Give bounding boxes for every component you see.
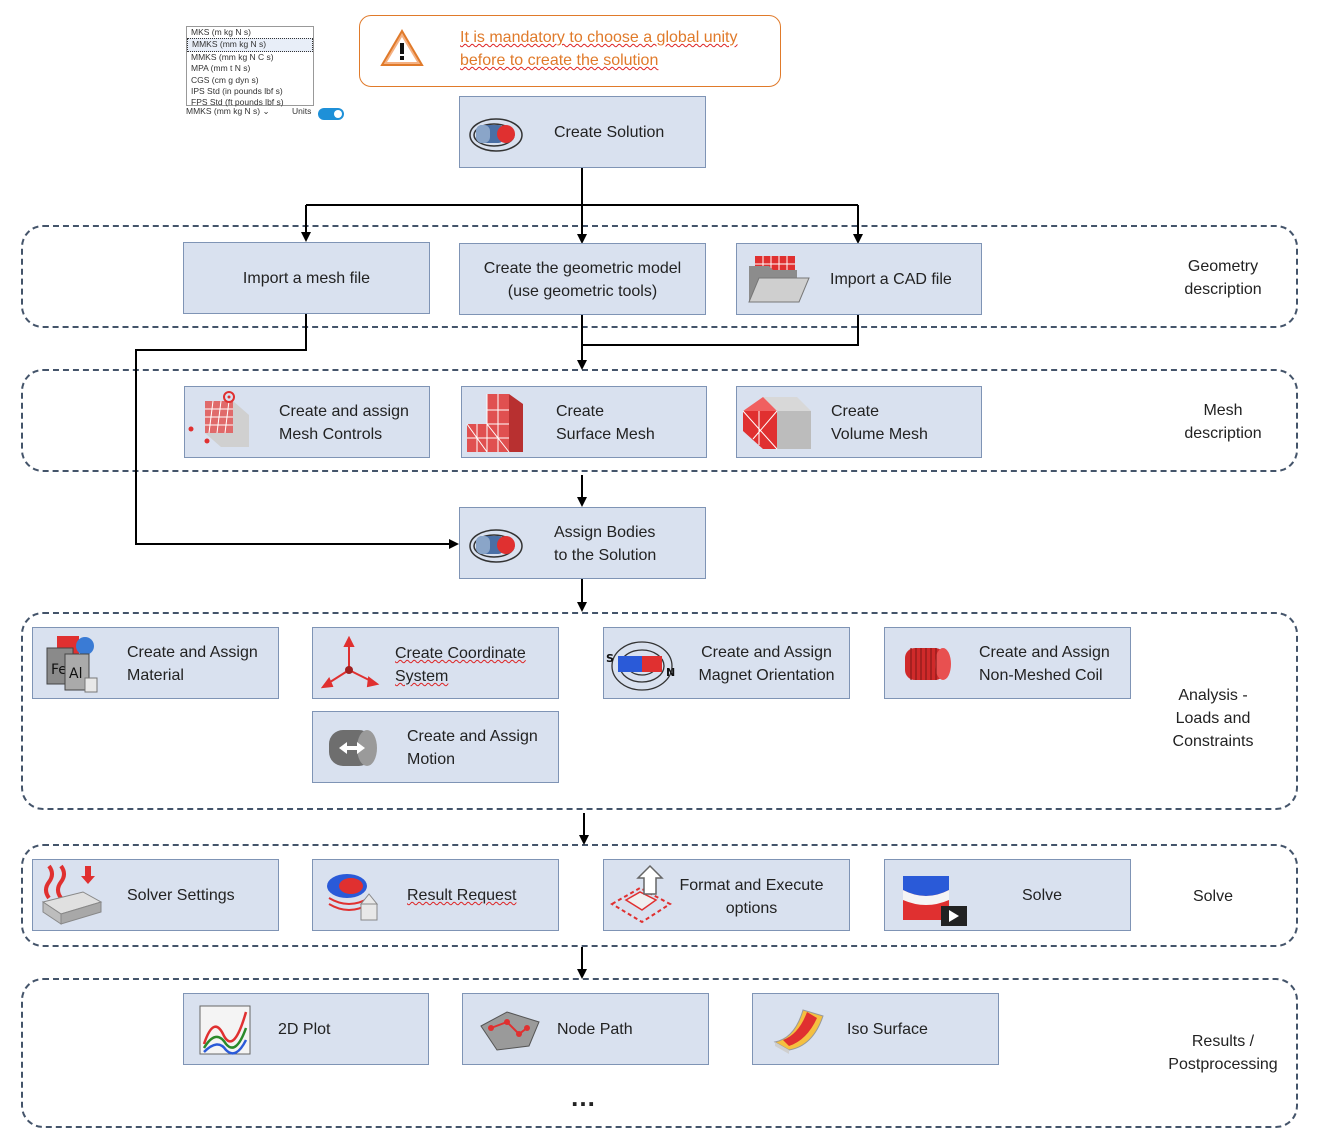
svg-text:S: S bbox=[606, 652, 614, 665]
solve-icon bbox=[903, 876, 967, 926]
solve-group bbox=[21, 844, 1298, 947]
assign-bodies-label: Assign Bodies to the Solution bbox=[554, 524, 657, 564]
node-path-label: Node Path bbox=[557, 1021, 633, 1038]
import-cad-step[interactable]: Import a CAD file bbox=[736, 243, 982, 315]
warning-triangle-icon bbox=[380, 29, 424, 66]
svg-text:Fe: Fe bbox=[51, 662, 67, 678]
material-icon: Fe Al bbox=[46, 636, 98, 693]
solve-step[interactable]: Solve bbox=[884, 859, 1131, 931]
surface-mesh-step[interactable]: Create Surface Mesh bbox=[461, 386, 707, 458]
coil-assign-icon bbox=[469, 529, 523, 563]
unit-option-selected[interactable]: MMKS (mm kg N s) bbox=[187, 38, 313, 52]
units-toggle[interactable] bbox=[318, 108, 344, 120]
plot-2d-step[interactable]: 2D Plot bbox=[183, 993, 429, 1065]
surface-mesh-label: Create Surface Mesh bbox=[556, 403, 655, 443]
non-meshed-coil-label: Create and Assign Non-Meshed Coil bbox=[979, 644, 1110, 684]
more-steps-ellipsis: … bbox=[570, 1082, 598, 1112]
mesh-controls-label: Create and assign Mesh Controls bbox=[279, 403, 409, 443]
geometry-group-label: Geometry description bbox=[1184, 258, 1262, 298]
material-step[interactable]: Fe Al Create and Assign Material bbox=[32, 627, 279, 699]
unit-option[interactable]: MMKS (mm kg N C s) bbox=[191, 51, 274, 62]
create-geometric-model-label: Create the geometric model (use geometri… bbox=[483, 260, 682, 300]
plot-2d-label: 2D Plot bbox=[278, 1021, 331, 1038]
plot-2d-icon bbox=[199, 1005, 251, 1055]
coordinate-system-label: Create Coordinate System bbox=[395, 645, 526, 685]
non-meshed-coil-step[interactable]: Create and Assign Non-Meshed Coil bbox=[884, 627, 1131, 699]
create-geometric-model-step[interactable]: Create the geometric model (use geometri… bbox=[459, 243, 706, 315]
solve-group-label: Solve bbox=[1192, 888, 1234, 905]
svg-text:N: N bbox=[666, 666, 675, 679]
volume-mesh-label: Create Volume Mesh bbox=[831, 403, 928, 443]
node-path-icon bbox=[480, 1011, 540, 1051]
create-solution-label: Create Solution bbox=[554, 124, 665, 141]
result-request-icon bbox=[327, 874, 379, 921]
unit-option[interactable]: IPS Std (in pounds lbf s) bbox=[191, 86, 283, 97]
import-mesh-step[interactable]: Import a mesh file bbox=[183, 242, 430, 314]
solver-settings-icon bbox=[41, 864, 103, 925]
units-toggle-label: Units bbox=[292, 106, 312, 116]
coil-solution-icon bbox=[469, 118, 523, 152]
format-execute-step[interactable]: Format and Execute options bbox=[603, 859, 850, 931]
units-select[interactable]: MMKS (mm kg N s) bbox=[186, 106, 261, 116]
unit-option[interactable]: CGS (cm g dyn s) bbox=[191, 74, 259, 85]
magnet-orientation-step[interactable]: S N Create and Assign Magnet Orientation bbox=[603, 627, 850, 699]
unit-option[interactable]: FPS Std (ft pounds lbf s) bbox=[191, 97, 284, 108]
analysis-group bbox=[21, 612, 1298, 810]
coordinate-axes-icon bbox=[321, 636, 380, 689]
import-cad-label: Import a CAD file bbox=[830, 271, 952, 288]
motion-icon bbox=[329, 730, 377, 766]
results-group-label: Results / Postprocessing bbox=[1168, 1033, 1278, 1073]
iso-surface-label: Iso Surface bbox=[847, 1021, 928, 1038]
volume-mesh-icon bbox=[742, 397, 811, 450]
assign-bodies-step[interactable]: Assign Bodies to the Solution bbox=[459, 507, 706, 579]
units-dropdown-list[interactable]: MKS (m kg N s) MMKS (mm kg N s) MMKS (mm… bbox=[186, 26, 314, 108]
coil-icon bbox=[905, 648, 951, 680]
geometry-group bbox=[21, 225, 1298, 328]
solver-settings-step[interactable]: Solver Settings bbox=[32, 859, 279, 931]
analysis-group-label: Analysis - Loads and Constraints bbox=[1172, 687, 1254, 750]
folder-cad-icon bbox=[748, 256, 810, 303]
format-execute-label: Format and Execute options bbox=[679, 877, 824, 917]
solve-label: Solve bbox=[1022, 887, 1063, 904]
result-request-step[interactable]: Result Request bbox=[312, 859, 559, 931]
warning-callout: It is mandatory to choose a global unity… bbox=[359, 15, 781, 87]
magnet-orientation-label: Create and Assign Magnet Orientation bbox=[698, 644, 835, 684]
coordinate-system-step[interactable]: Create Coordinate System bbox=[312, 627, 559, 699]
import-mesh-label: Import a mesh file bbox=[242, 270, 371, 287]
node-path-step[interactable]: Node Path bbox=[462, 993, 709, 1065]
surface-mesh-icon bbox=[466, 394, 523, 453]
motion-label: Create and Assign Motion bbox=[407, 728, 538, 768]
unit-option[interactable]: MKS (m kg N s) bbox=[191, 27, 251, 37]
iso-surface-icon bbox=[773, 1009, 824, 1054]
result-request-label: Result Request bbox=[407, 887, 517, 904]
mesh-group-label: Mesh description bbox=[1184, 402, 1262, 442]
mesh-controls-step[interactable]: Create and assign Mesh Controls bbox=[184, 386, 430, 458]
results-group bbox=[21, 978, 1298, 1128]
unit-option[interactable]: MPA (mm t N s) bbox=[191, 63, 251, 74]
units-select-bar: MMKS (mm kg N s) ⌄ Units bbox=[186, 106, 348, 122]
create-solution-step[interactable]: Create Solution bbox=[459, 96, 706, 168]
mesh-group bbox=[21, 369, 1298, 472]
iso-surface-step[interactable]: Iso Surface bbox=[752, 993, 999, 1065]
mesh-controls-icon bbox=[188, 391, 249, 447]
solver-settings-label: Solver Settings bbox=[127, 887, 235, 904]
material-label: Create and Assign Material bbox=[127, 644, 258, 684]
volume-mesh-step[interactable]: Create Volume Mesh bbox=[736, 386, 982, 458]
motion-step[interactable]: Create and Assign Motion bbox=[312, 711, 559, 783]
format-execute-icon bbox=[610, 864, 672, 924]
chevron-down-icon[interactable]: ⌄ bbox=[260, 106, 270, 116]
magnet-icon: S N bbox=[606, 641, 675, 691]
warning-text: It is mandatory to choose a global unity… bbox=[460, 29, 738, 69]
svg-text:Al: Al bbox=[69, 666, 82, 682]
